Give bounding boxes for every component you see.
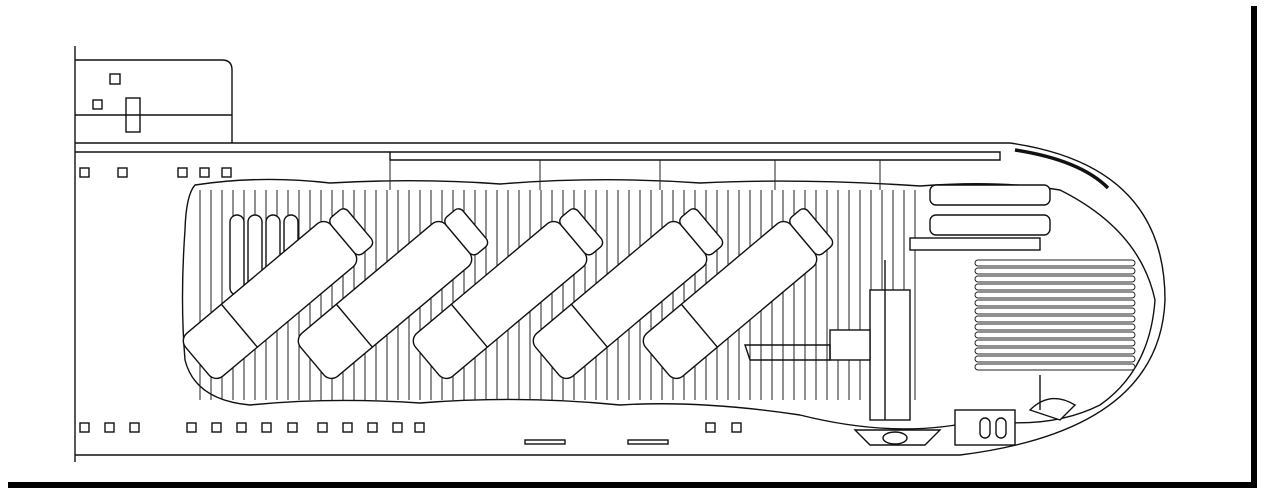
- machinery: [744, 260, 1077, 446]
- porthole: [731, 422, 742, 433]
- battery-row: [974, 275, 1136, 283]
- battery-coil: [974, 259, 1136, 371]
- battery-row: [974, 315, 1136, 323]
- deck-slots: [524, 439, 669, 445]
- porthole: [705, 422, 716, 433]
- hull-outline: [74, 46, 1166, 462]
- porthole: [221, 167, 232, 178]
- porthole: [392, 422, 403, 433]
- porthole: [177, 167, 188, 178]
- missile-tube: [182, 208, 374, 380]
- missile-tube: [297, 208, 489, 380]
- porthole: [287, 422, 298, 433]
- frame-shadow: [8, 6, 1257, 488]
- battery-row: [974, 291, 1136, 299]
- porthole: [367, 422, 378, 433]
- hull-portholes: [79, 167, 742, 433]
- porthole: [211, 422, 222, 433]
- battery-row: [974, 339, 1136, 347]
- porthole: [79, 167, 90, 178]
- battery-row: [974, 307, 1136, 315]
- battery-row: [974, 355, 1136, 363]
- porthole: [117, 167, 128, 178]
- missile-tube: [642, 208, 834, 380]
- porthole: [79, 422, 90, 433]
- torpedo-tubes: [909, 184, 1051, 251]
- sail-windows: [92, 73, 141, 133]
- porthole: [186, 422, 197, 433]
- battery-row: [974, 323, 1136, 331]
- porthole: [261, 422, 272, 433]
- missile-tube: [412, 208, 604, 380]
- missile-tubes: [182, 208, 834, 380]
- porthole: [317, 422, 328, 433]
- porthole: [236, 422, 247, 433]
- battery-row: [974, 363, 1136, 371]
- porthole: [129, 422, 140, 433]
- missile-tube: [532, 208, 724, 380]
- battery-row: [974, 299, 1136, 307]
- battery-row: [974, 259, 1136, 267]
- battery-row: [974, 347, 1136, 355]
- porthole: [414, 422, 425, 433]
- battery-row: [974, 283, 1136, 291]
- porthole: [104, 422, 115, 433]
- battery-row: [974, 267, 1136, 275]
- porthole: [342, 422, 353, 433]
- porthole: [199, 167, 210, 178]
- battery-row: [974, 331, 1136, 339]
